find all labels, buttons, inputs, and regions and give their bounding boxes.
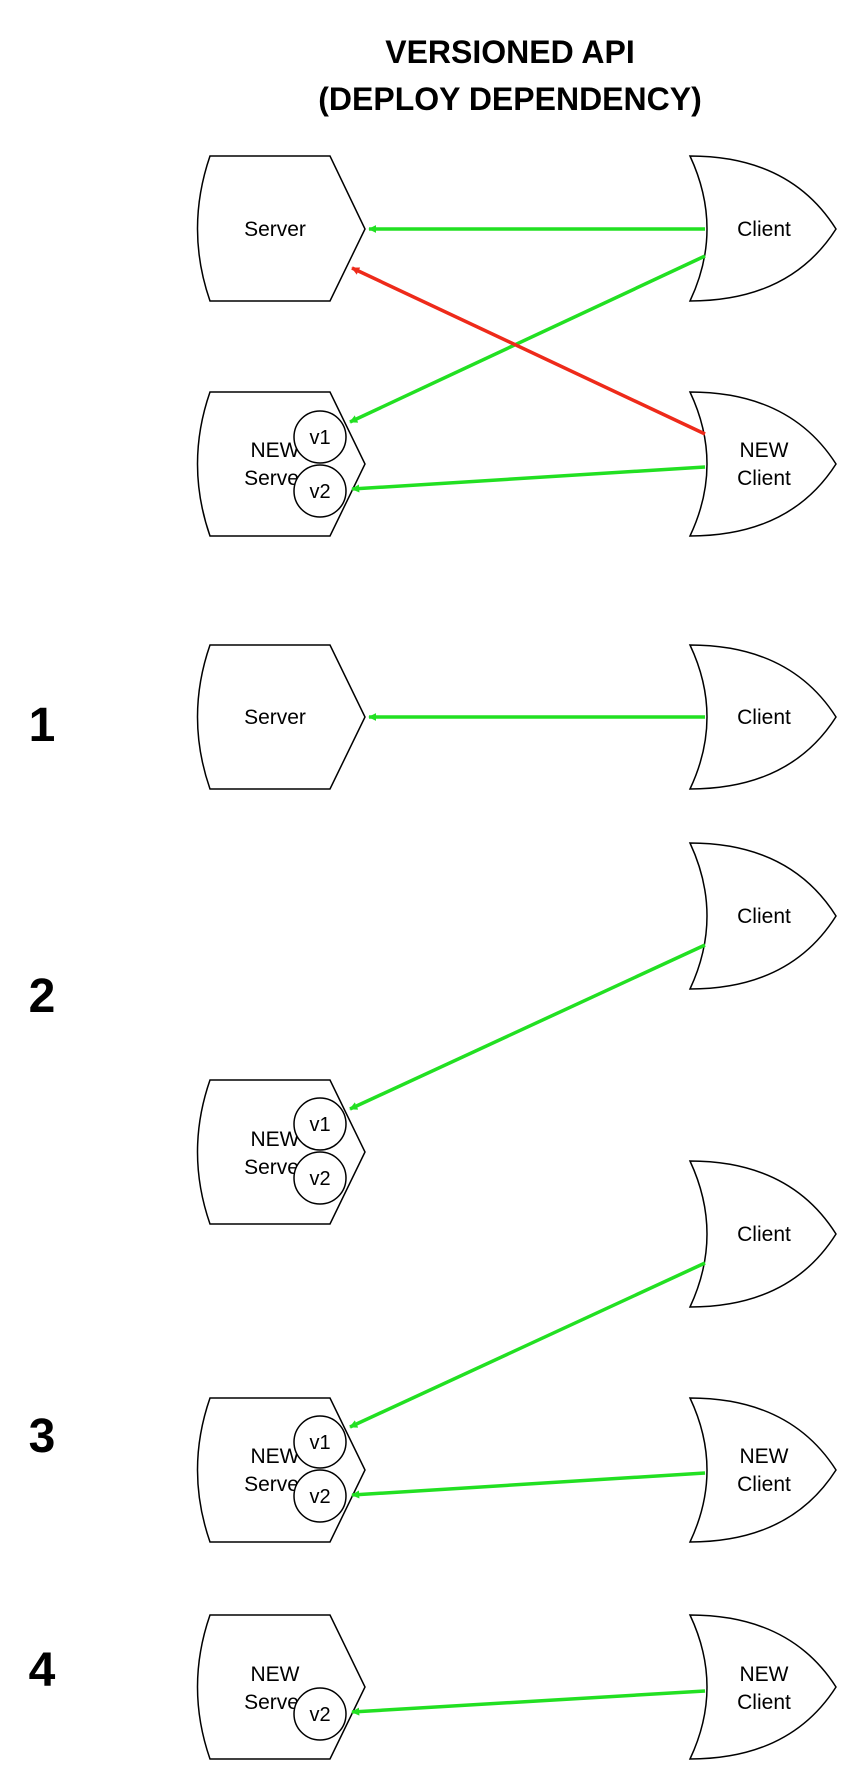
client-label: Client <box>737 218 791 241</box>
step3-new-server-node: NEW Server v1 v2 <box>196 1397 366 1543</box>
api-v2-endpoint <box>293 1151 347 1205</box>
api-v2-label: v2 <box>309 481 330 503</box>
new-client-label-new: NEW <box>740 1663 789 1686</box>
step1-server-node: Server <box>196 644 366 790</box>
step3-arrow-client-to-v1 <box>349 1261 706 1429</box>
client-label: Client <box>737 706 791 729</box>
arrow-new-client-to-v2 <box>351 465 706 493</box>
new-client-label-new: NEW <box>740 439 789 462</box>
client-label: Client <box>737 1223 791 1246</box>
overview-new-client-node: NEW Client <box>688 391 837 537</box>
step3-arrow-new-client-to-v2 <box>351 1471 706 1499</box>
new-client-label-client: Client <box>737 1691 791 1714</box>
step3-client-node: Client <box>688 1160 837 1308</box>
overview-client-node: Client <box>688 155 837 302</box>
api-v1-endpoint <box>293 1097 347 1151</box>
api-v2-label: v2 <box>309 1704 330 1726</box>
api-v1-label: v1 <box>309 427 330 449</box>
api-v2-label: v2 <box>309 1168 330 1190</box>
api-v1-label: v1 <box>309 1432 330 1454</box>
step2-arrow-client-to-v1 <box>349 943 706 1111</box>
step2-client-node: Client <box>688 842 837 990</box>
step-number-1: 1 <box>29 699 56 752</box>
overview-server-node: Server <box>196 155 366 302</box>
api-v1-endpoint <box>293 1415 347 1469</box>
step4-new-server-node: NEW Server v2 <box>196 1614 366 1760</box>
new-server-label-new: NEW <box>251 1128 300 1151</box>
api-v2-endpoint <box>293 1469 347 1523</box>
new-client-label-client: Client <box>737 1473 791 1496</box>
step1-client-node: Client <box>688 644 837 790</box>
api-v2-label: v2 <box>309 1486 330 1508</box>
new-server-label-server: Server <box>244 1473 306 1496</box>
server-label: Server <box>244 706 306 729</box>
api-v1-endpoint <box>293 410 347 464</box>
diagram-title-line-2: (DEPLOY DEPENDENCY) <box>318 81 701 117</box>
api-v1-label: v1 <box>309 1114 330 1136</box>
new-server-label-new: NEW <box>251 1663 300 1686</box>
new-client-label-new: NEW <box>740 1445 789 1468</box>
api-v2-endpoint <box>293 1687 347 1741</box>
step-number-2: 2 <box>29 970 56 1023</box>
step2-new-server-node: NEW Server v1 v2 <box>196 1079 366 1225</box>
step-number-4: 4 <box>29 1644 56 1697</box>
new-server-label-server: Server <box>244 467 306 490</box>
new-client-label-client: Client <box>737 467 791 490</box>
diagram-title-line-1: VERSIONED API <box>385 34 635 70</box>
new-server-label-new: NEW <box>251 1445 300 1468</box>
client-label: Client <box>737 905 791 928</box>
new-server-label-server: Server <box>244 1156 306 1179</box>
arrow-client-to-v1 <box>349 254 706 424</box>
step-number-3: 3 <box>29 1410 56 1463</box>
new-server-label-new: NEW <box>251 439 300 462</box>
api-v2-endpoint <box>293 464 347 518</box>
step3-new-client-node: NEW Client <box>688 1397 837 1543</box>
overview-new-server-node: NEW Server v1 v2 <box>196 391 366 537</box>
arrow-new-client-to-server-broken <box>351 266 706 436</box>
step4-arrow-new-client-to-v2 <box>351 1689 706 1716</box>
server-label: Server <box>244 218 306 241</box>
new-server-label-server: Server <box>244 1691 306 1714</box>
step4-new-client-node: NEW Client <box>688 1614 837 1760</box>
